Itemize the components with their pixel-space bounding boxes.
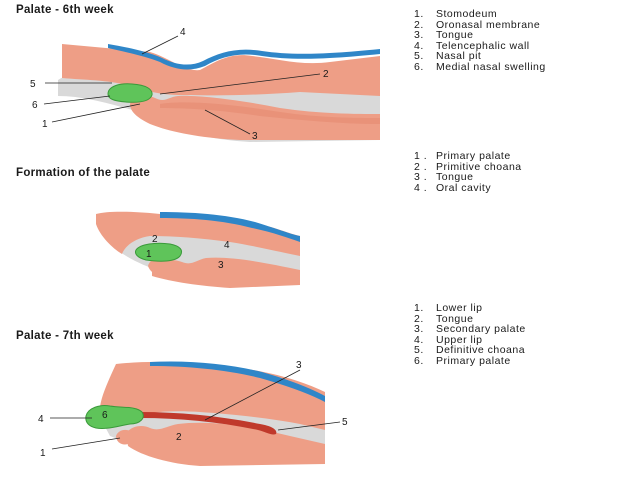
callout-label: 3 xyxy=(218,260,224,271)
legend-item: 6.Primary palate xyxy=(414,354,511,367)
diagram-formation: 2 1 4 3 xyxy=(96,211,300,288)
legend-item: 2.Oronasal membrane xyxy=(414,18,541,31)
telencephalic-wall xyxy=(108,44,380,70)
callout-label: 2 xyxy=(323,69,329,80)
legend-item: 4 .Oral cavity xyxy=(414,181,492,194)
medial-nasal-swelling xyxy=(107,83,153,103)
callout-label: 4 xyxy=(38,414,44,425)
primary-palate xyxy=(135,242,183,262)
telencephalic-wall xyxy=(150,361,325,402)
legend-item: 5.Nasal pit xyxy=(414,50,482,63)
telencephalic-wall xyxy=(160,212,300,242)
callout-label: 4 xyxy=(180,27,186,38)
panel-title-6th-week: Palate - 6th week xyxy=(16,4,114,16)
legend-7th-week: 1.Lower lip 2.Tongue 3.Secondary palate … xyxy=(414,303,526,367)
legend-item: 2 .Primitive choana xyxy=(414,160,522,173)
callout-label: 2 xyxy=(152,234,158,245)
upper-head-tissue xyxy=(62,44,380,96)
legend-item: 2.Tongue xyxy=(414,312,474,325)
legend-item: 4.Upper lip xyxy=(414,333,483,346)
callout-label: 3 xyxy=(296,360,302,371)
callout-label: 5 xyxy=(30,79,36,90)
legend-item: 4.Telencephalic wall xyxy=(414,39,530,52)
callout-label: 6 xyxy=(102,410,108,421)
panel-title-formation: Formation of the palate xyxy=(16,167,151,179)
diagram-7th-week: 3 4 6 5 2 1 xyxy=(38,360,348,466)
lower-lip xyxy=(148,258,169,275)
callout-label: 6 xyxy=(32,100,38,111)
legend-formation: 1 .Primary palate 2 .Primitive choana 3 … xyxy=(414,151,522,193)
callout-label: 1 xyxy=(40,448,46,459)
legend-item: 6.Medial nasal swelling xyxy=(414,60,546,73)
panel-title-7th-week: Palate - 7th week xyxy=(16,330,114,342)
legend-item: 1 .Primary palate xyxy=(414,150,511,162)
legend-6th-week: 1.Stomodeum 2.Oronasal membrane 3.Tongue… xyxy=(414,9,546,73)
callout-label: 2 xyxy=(176,432,182,443)
legend-item: 3 .Tongue xyxy=(414,171,474,184)
legend-item: 5.Definitive choana xyxy=(414,344,526,357)
legend-item: 1.Stomodeum xyxy=(414,8,498,20)
secondary-palate xyxy=(140,412,277,435)
callout-label: 5 xyxy=(342,417,348,428)
legend-item: 3.Tongue xyxy=(414,29,474,42)
lower-lip xyxy=(116,429,135,445)
upper-lip xyxy=(85,405,144,429)
callout-label: 4 xyxy=(224,240,230,251)
legend-item: 1.Lower lip xyxy=(414,302,483,314)
diagram-6th-week: 4 5 2 6 1 3 xyxy=(30,27,380,142)
callout-label: 3 xyxy=(252,131,258,142)
tongue-shadow xyxy=(160,102,380,124)
legend-item: 3.Secondary palate xyxy=(414,323,526,336)
callout-label: 1 xyxy=(42,119,48,130)
tongue-tissue xyxy=(152,257,300,288)
callout-label: 1 xyxy=(146,249,152,260)
